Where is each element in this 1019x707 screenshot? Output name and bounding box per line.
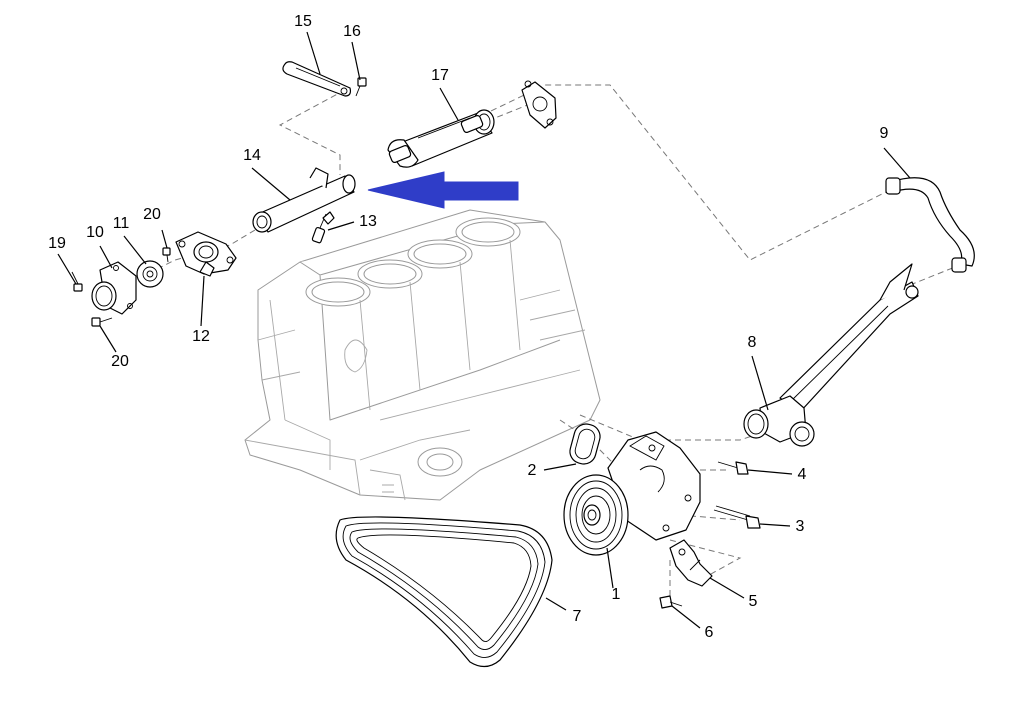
part-17-pipe bbox=[387, 109, 495, 168]
part-15-bracket bbox=[282, 61, 352, 97]
callout-15: 15 bbox=[294, 13, 312, 30]
part-9-hose bbox=[885, 177, 975, 273]
part-8-pipe bbox=[743, 263, 919, 447]
callout-20-upper: 20 bbox=[143, 206, 161, 223]
part-4-bolt bbox=[717, 461, 749, 475]
part-13-sensor bbox=[311, 211, 335, 244]
callout-12: 12 bbox=[192, 328, 210, 345]
callout-17: 17 bbox=[431, 67, 449, 84]
callout-1: 1 bbox=[612, 586, 621, 603]
part-2-oring bbox=[569, 423, 601, 465]
callout-7: 7 bbox=[573, 608, 582, 625]
part-6-bolt bbox=[659, 595, 683, 609]
callout-8: 8 bbox=[748, 334, 757, 351]
part-5-bracket bbox=[669, 539, 713, 587]
part-12-housing bbox=[175, 231, 237, 277]
callout-9: 9 bbox=[880, 125, 889, 142]
part-3-bolt bbox=[713, 505, 761, 529]
part-7-belt bbox=[335, 516, 553, 668]
callout-5: 5 bbox=[749, 593, 758, 610]
callout-13: 13 bbox=[359, 213, 377, 230]
callout-3: 3 bbox=[796, 518, 805, 535]
part-16-bolt bbox=[355, 77, 367, 97]
part-10-elbow bbox=[91, 261, 137, 315]
highlight-arrow bbox=[367, 171, 519, 209]
callout-14: 14 bbox=[243, 147, 261, 164]
blue-arrow-shape bbox=[367, 171, 519, 209]
engine-block bbox=[244, 209, 601, 501]
leader-lines bbox=[57, 31, 911, 629]
part-19-bolt bbox=[71, 271, 83, 292]
part-20-lower-bolt bbox=[91, 317, 113, 327]
callout-6: 6 bbox=[705, 624, 714, 641]
callout-2: 2 bbox=[528, 462, 537, 479]
callout-19: 19 bbox=[48, 235, 66, 252]
part-14-tube bbox=[252, 167, 356, 233]
callouts: 1 2 3 4 5 6 7 8 9 10 11 12 13 14 15 16 1… bbox=[48, 13, 888, 641]
callout-10: 10 bbox=[86, 224, 104, 241]
part-20-upper-bolt bbox=[162, 247, 171, 263]
part-1-water-pump bbox=[563, 431, 701, 556]
callout-4: 4 bbox=[798, 466, 807, 483]
callout-20-lower: 20 bbox=[111, 353, 129, 370]
callout-16: 16 bbox=[343, 23, 361, 40]
outlet-flange bbox=[521, 80, 557, 129]
callout-11: 11 bbox=[113, 215, 130, 232]
part-11-gasket bbox=[136, 260, 164, 288]
